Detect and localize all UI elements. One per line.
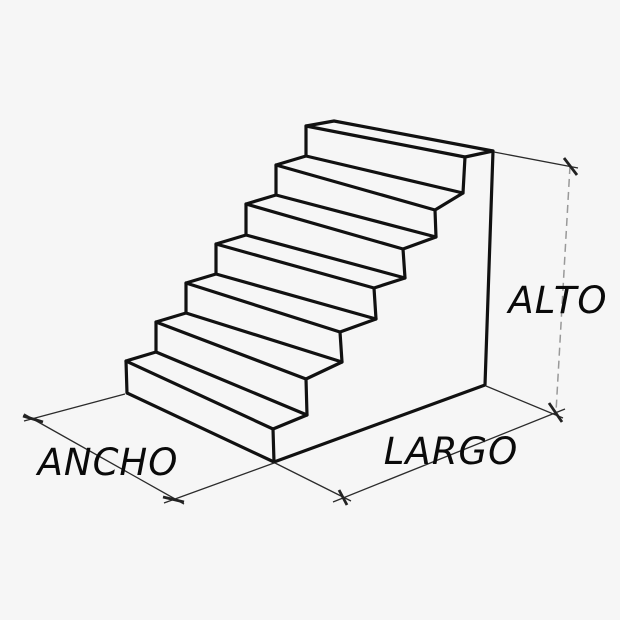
largo-dimension-line [332,408,566,503]
step-nose-edges [124,124,467,431]
staircase-drawing [124,119,495,464]
ancho-dimension-line [23,413,185,505]
length-label: LARGO [384,430,518,473]
dimension-tick-marks [22,157,579,506]
alto-dimension-line-dashed [555,165,571,413]
height-label: ALTO [506,279,607,322]
width-label: ANCHO [36,441,179,484]
step-back-edges [154,154,465,417]
dimension-annotations: ANCHO LARGO ALTO [22,151,607,506]
largo-extension-lines [274,385,564,502]
front-corner-edge [271,427,276,464]
staircase-outline [124,119,495,464]
alto-extension-line [493,151,579,169]
ancho-extension-lines [23,393,275,504]
side-zigzag-edges [271,149,495,431]
